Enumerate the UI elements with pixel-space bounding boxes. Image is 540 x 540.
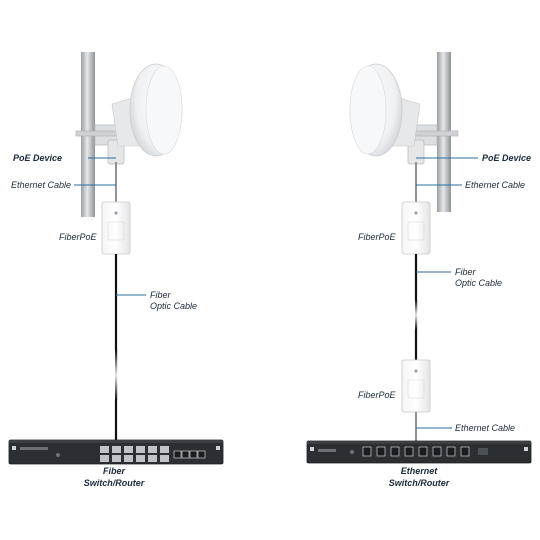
left-fiber-cable-fade	[115, 350, 118, 400]
left-fiberpoe-unit	[101, 201, 131, 255]
left-fiber-optic-label-1: Fiber	[150, 290, 172, 300]
left-fiber-optic-label-2: Optic Cable	[150, 301, 197, 311]
right-link: PoE Device Ethernet Cable FiberPoE Fiber…	[306, 52, 532, 488]
left-ethernet-cable-label: Ethernet Cable	[11, 180, 71, 190]
right-poe-device-label: PoE Device	[482, 153, 531, 163]
right-fiber-optic-label-2: Optic Cable	[455, 278, 502, 288]
right-fiberpoe-unit-top	[401, 201, 431, 255]
right-fiberpoe-label-bottom: FiberPoE	[358, 390, 397, 400]
left-dish-antenna	[111, 63, 183, 157]
right-fiber-cable-fade	[415, 300, 418, 330]
left-switch-label-1: Fiber	[103, 466, 126, 476]
left-switch-label-2: Switch/Router	[84, 478, 145, 488]
left-link: PoE Device Ethernet Cable FiberPoE Fiber…	[8, 52, 224, 488]
right-fiberpoe-label-top: FiberPoE	[358, 232, 397, 242]
right-dish-antenna	[349, 63, 421, 157]
right-ethernet-cable-label-bottom: Ethernet Cable	[455, 423, 515, 433]
right-fiber-optic-label-1: Fiber	[455, 267, 477, 277]
left-switch-rj45-ports	[173, 450, 206, 459]
right-ethernet-cable-label-top: Ethernet Cable	[465, 180, 525, 190]
right-switch-label-2: Switch/Router	[389, 478, 450, 488]
left-poe-device-label: PoE Device	[13, 153, 62, 163]
right-ethernet-switch	[306, 440, 532, 464]
left-fiber-switch	[8, 439, 224, 465]
right-switch-rj45-ports	[362, 446, 470, 457]
right-fiberpoe-unit-bottom	[401, 359, 431, 413]
right-switch-label-1: Ethernet	[401, 466, 439, 476]
left-switch-sfp-ports	[100, 446, 169, 462]
left-fiberpoe-label: FiberPoE	[59, 232, 98, 242]
